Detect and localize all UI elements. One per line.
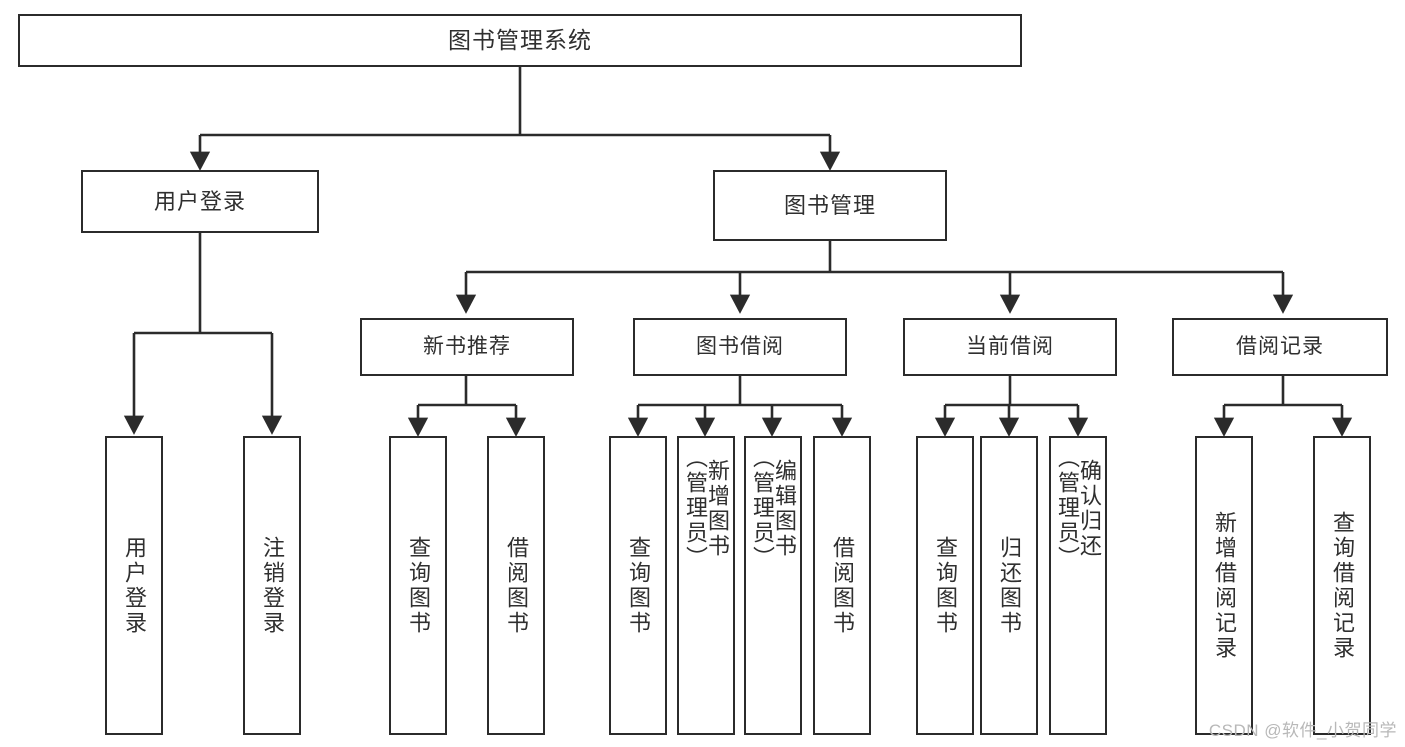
node-new-book-recommendation[interactable]: 新书推荐 bbox=[360, 318, 574, 376]
node-label: 查询图书 bbox=[406, 535, 431, 636]
leaf-confirm-return-admin[interactable]: 确认归还 （管理员） bbox=[1049, 436, 1107, 735]
node-label: 查询图书 bbox=[933, 535, 958, 636]
node-label: 查询图书 bbox=[626, 535, 651, 636]
node-label: 注销登录 bbox=[260, 535, 285, 636]
leaf-add-book-admin[interactable]: 新增图书 （管理员） bbox=[677, 436, 735, 735]
leaf-user-login[interactable]: 用户登录 bbox=[105, 436, 163, 735]
node-label: 确认归还 （管理员） bbox=[1055, 446, 1102, 571]
node-label: 查询借阅记录 bbox=[1330, 510, 1355, 661]
node-label: 借阅记录 bbox=[1236, 334, 1324, 358]
leaf-query-book-recommendation[interactable]: 查询图书 bbox=[389, 436, 447, 735]
node-borrowing-records[interactable]: 借阅记录 bbox=[1172, 318, 1388, 376]
node-label: 借阅图书 bbox=[830, 535, 855, 636]
leaf-edit-book-admin[interactable]: 编辑图书 （管理员） bbox=[744, 436, 802, 735]
node-label: 图书管理 bbox=[783, 192, 876, 218]
node-label: 编辑图书 （管理员） bbox=[750, 446, 797, 571]
node-label: 归还图书 bbox=[997, 535, 1022, 636]
node-book-management[interactable]: 图书管理 bbox=[713, 170, 947, 241]
leaf-query-book-borrowing[interactable]: 查询图书 bbox=[609, 436, 667, 735]
node-label: 新书推荐 bbox=[423, 334, 511, 358]
node-label: 图书管理系统 bbox=[448, 26, 592, 53]
node-root-book-management-system[interactable]: 图书管理系统 bbox=[18, 14, 1022, 67]
node-label: 图书借阅 bbox=[696, 334, 784, 358]
node-label: 新增图书 （管理员） bbox=[683, 446, 730, 571]
leaf-return-book[interactable]: 归还图书 bbox=[980, 436, 1038, 735]
leaf-add-borrow-record[interactable]: 新增借阅记录 bbox=[1195, 436, 1253, 735]
csdn-watermark: CSDN @软件_小贺同学 bbox=[1208, 721, 1397, 740]
node-user-login[interactable]: 用户登录 bbox=[81, 170, 319, 233]
node-book-borrowing[interactable]: 图书借阅 bbox=[633, 318, 847, 376]
node-label: 借阅图书 bbox=[504, 535, 529, 636]
node-label: 新增借阅记录 bbox=[1212, 510, 1237, 661]
leaf-borrow-book-borrowing[interactable]: 借阅图书 bbox=[813, 436, 871, 735]
node-label: 用户登录 bbox=[122, 535, 147, 636]
leaf-query-book-current[interactable]: 查询图书 bbox=[916, 436, 974, 735]
node-current-borrowing[interactable]: 当前借阅 bbox=[903, 318, 1117, 376]
leaf-query-borrow-record[interactable]: 查询借阅记录 bbox=[1313, 436, 1371, 735]
leaf-borrow-book-recommendation[interactable]: 借阅图书 bbox=[487, 436, 545, 735]
node-label: 用户登录 bbox=[153, 188, 246, 214]
leaf-logout[interactable]: 注销登录 bbox=[243, 436, 301, 735]
node-label: 当前借阅 bbox=[966, 334, 1054, 358]
